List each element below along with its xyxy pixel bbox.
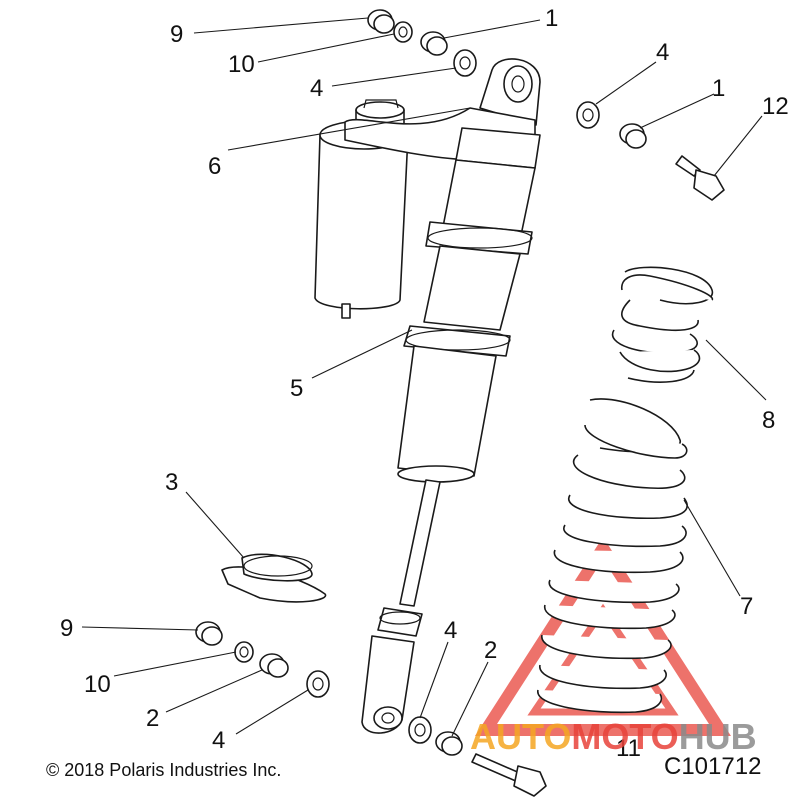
callout-5: 5 [290,375,303,402]
callout-12: 12 [762,93,789,120]
hardware-top [367,9,725,201]
watermark-auto: AUTO [470,716,571,757]
callout-9: 9 [170,21,183,48]
leader-lines [81,17,767,737]
callout-1: 1 [712,75,725,102]
diagram-code: C101712 [664,753,761,780]
callout-2: 2 [146,705,159,732]
copyright-text: © 2018 Polaris Industries Inc. [46,760,281,780]
callout-4: 4 [212,727,225,754]
callout-9: 9 [60,615,73,642]
callout-11: 11 [616,735,641,762]
callout-1: 1 [545,5,558,32]
spring-lower-part-7 [537,398,688,714]
watermark-moto: MOTO [571,716,678,757]
spring-upper-part-8 [611,266,714,383]
watermark-text: AUTOMOTOHUB [470,716,757,757]
shock-body-part-5 [344,58,541,734]
callout-3: 3 [165,469,178,496]
callout-4: 4 [656,39,669,66]
callout-6: 6 [208,153,221,180]
callout-8: 8 [762,407,775,434]
callout-10: 10 [228,51,255,78]
callout-2: 2 [484,637,497,664]
retainer-part-3 [221,553,327,603]
callout-4: 4 [444,617,457,644]
hardware-bottom [195,621,547,797]
callout-7: 7 [740,593,753,620]
callout-10: 10 [84,671,111,698]
callout-labels: 9 10 1 4 4 1 12 6 5 8 3 7 9 10 2 4 4 2 1… [60,5,789,762]
callout-4: 4 [310,75,323,102]
watermark-hub: HUB [679,716,757,757]
